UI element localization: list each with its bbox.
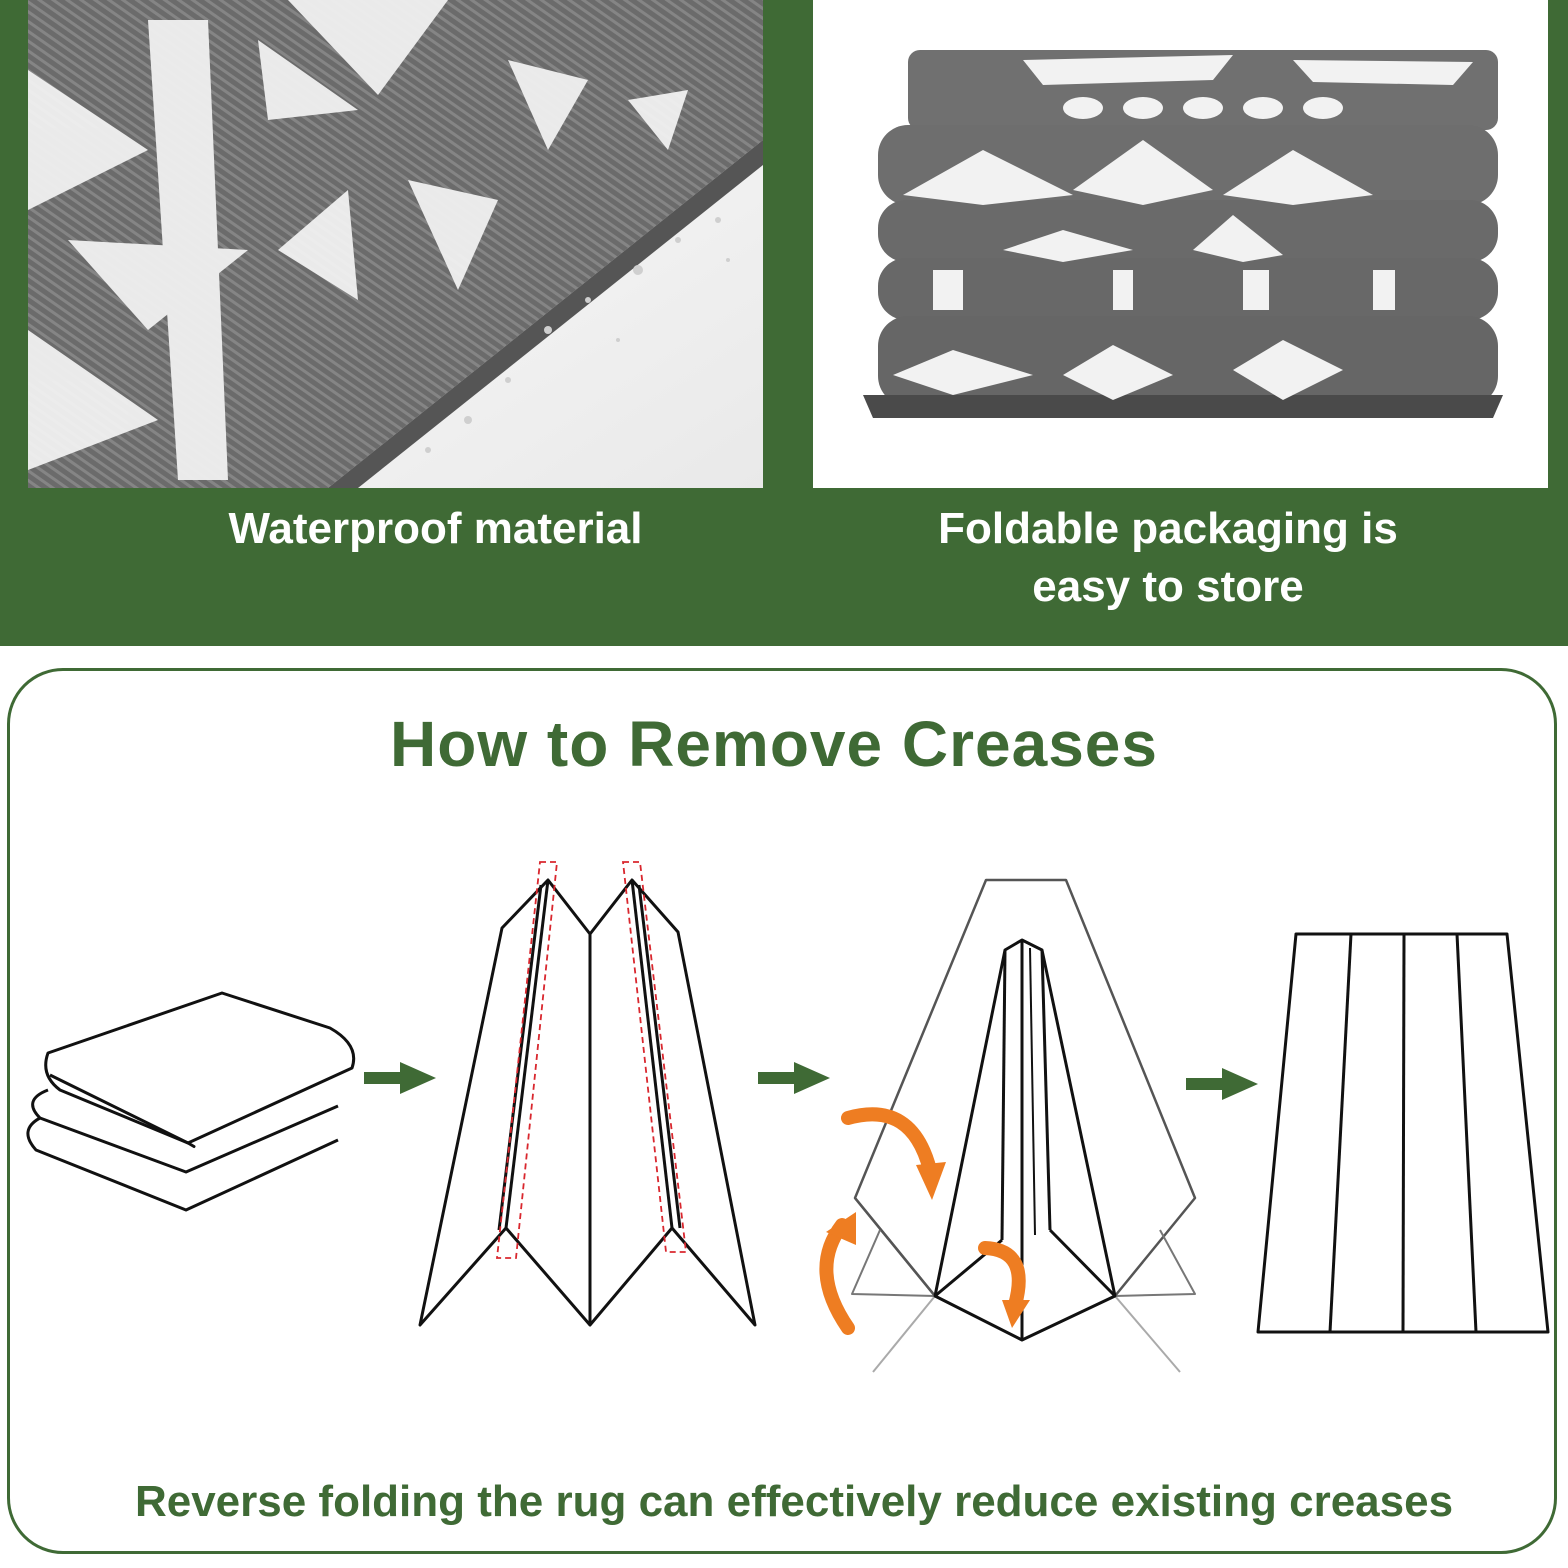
foldable-caption-line1: Foldable packaging is (938, 504, 1398, 553)
accordion-fold-drawing (418, 878, 757, 1327)
folded-rug-drawing (26, 991, 356, 1212)
arrow-right-icon (364, 1062, 436, 1094)
instructions-title: How to Remove Creases (390, 708, 1158, 780)
waterproof-caption: Waterproof material (228, 504, 643, 553)
waterproof-photo (28, 0, 763, 488)
crease-removal-diagram (26, 861, 1550, 1373)
foldable-caption-line2: easy to store (1032, 562, 1304, 611)
flat-rug-drawing (1256, 932, 1550, 1334)
instructions-footer: Reverse folding the rug can effectively … (134, 1477, 1454, 1526)
arrow-right-icon (1186, 1068, 1258, 1100)
arrow-right-icon (758, 1062, 830, 1094)
reverse-fold-drawing (851, 878, 1197, 1373)
crease-highlight (495, 861, 688, 1259)
foldable-caption: Foldable packaging is easy to store (813, 500, 1523, 616)
folded-rug-photo (813, 0, 1548, 488)
